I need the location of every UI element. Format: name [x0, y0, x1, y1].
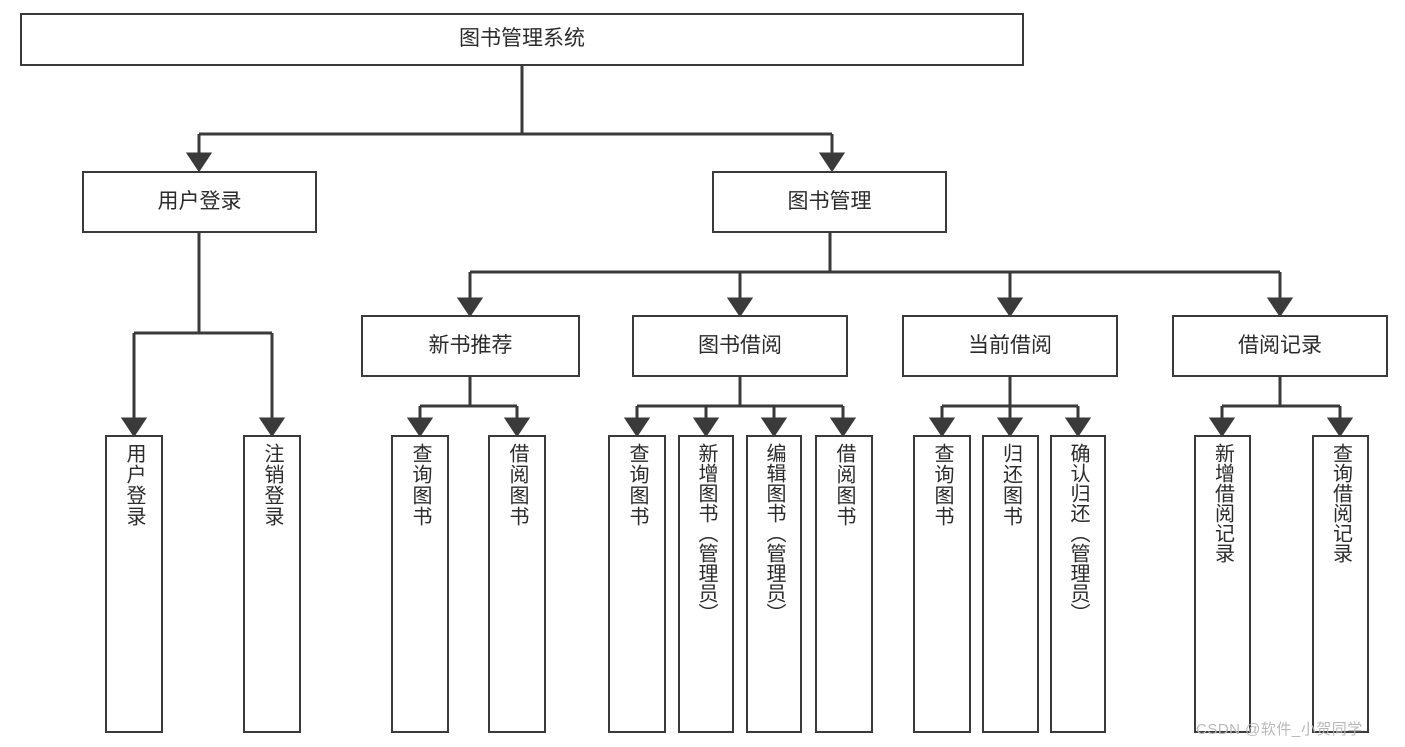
node-leaf-edit-book-admin[interactable]: 编辑图书（管理员）: [746, 435, 802, 733]
node-leaf-logout-label: 注销登录: [261, 443, 283, 527]
node-leaf-add-borrow-record[interactable]: 新增借阅记录: [1194, 435, 1251, 733]
node-borrow-record-label: 借阅记录: [1238, 333, 1322, 357]
node-leaf-confirm-return-admin-label: 确认归还（管理员）: [1067, 443, 1089, 623]
node-root-system[interactable]: 图书管理系统: [20, 13, 1024, 66]
node-leaf-add-book-admin[interactable]: 新增图书（管理员）: [678, 435, 734, 733]
node-book-borrow[interactable]: 图书借阅: [632, 315, 848, 377]
node-leaf-borrow-book[interactable]: 借阅图书: [815, 435, 873, 733]
watermark: CSDN @软件_小贺同学: [1196, 721, 1363, 738]
node-leaf-logout[interactable]: 注销登录: [243, 435, 301, 733]
node-book-management[interactable]: 图书管理: [712, 171, 947, 233]
node-leaf-return-book[interactable]: 归还图书: [982, 435, 1039, 733]
node-borrow-record[interactable]: 借阅记录: [1172, 315, 1388, 377]
node-current-borrow-label: 当前借阅: [968, 333, 1052, 357]
node-book-management-label: 图书管理: [787, 189, 872, 213]
node-leaf-borrow-book-recommend[interactable]: 借阅图书: [488, 435, 546, 733]
node-leaf-query-borrow-record-label: 查询借阅记录: [1329, 443, 1352, 563]
node-leaf-query-borrow-record[interactable]: 查询借阅记录: [1312, 435, 1369, 733]
node-current-borrow[interactable]: 当前借阅: [902, 315, 1118, 377]
node-leaf-query-book-current[interactable]: 查询图书: [913, 435, 971, 733]
node-leaf-user-login-label: 用户登录: [123, 443, 145, 527]
node-leaf-user-login[interactable]: 用户登录: [105, 435, 163, 733]
node-leaf-query-book-current-label: 查询图书: [931, 443, 953, 527]
node-leaf-edit-book-admin-label: 编辑图书（管理员）: [763, 443, 785, 623]
node-new-book-recommend[interactable]: 新书推荐: [361, 315, 580, 377]
node-new-book-recommend-label: 新书推荐: [428, 333, 513, 357]
node-leaf-query-book-recommend[interactable]: 查询图书: [391, 435, 449, 733]
node-leaf-add-book-admin-label: 新增图书（管理员）: [695, 443, 717, 623]
node-leaf-return-book-label: 归还图书: [999, 443, 1022, 527]
node-leaf-borrow-book-label: 借阅图书: [833, 443, 855, 527]
node-leaf-borrow-book-recommend-label: 借阅图书: [506, 443, 528, 527]
node-root-system-label: 图书管理系统: [459, 27, 585, 51]
node-book-borrow-label: 图书借阅: [698, 333, 782, 357]
node-leaf-query-book-borrow[interactable]: 查询图书: [608, 435, 666, 733]
node-leaf-confirm-return-admin[interactable]: 确认归还（管理员）: [1050, 435, 1106, 733]
node-user-login[interactable]: 用户登录: [82, 171, 317, 233]
node-user-login-label: 用户登录: [157, 189, 242, 213]
node-leaf-query-book-recommend-label: 查询图书: [409, 443, 431, 527]
node-leaf-query-book-borrow-label: 查询图书: [626, 443, 648, 527]
node-leaf-add-borrow-record-label: 新增借阅记录: [1211, 443, 1234, 563]
